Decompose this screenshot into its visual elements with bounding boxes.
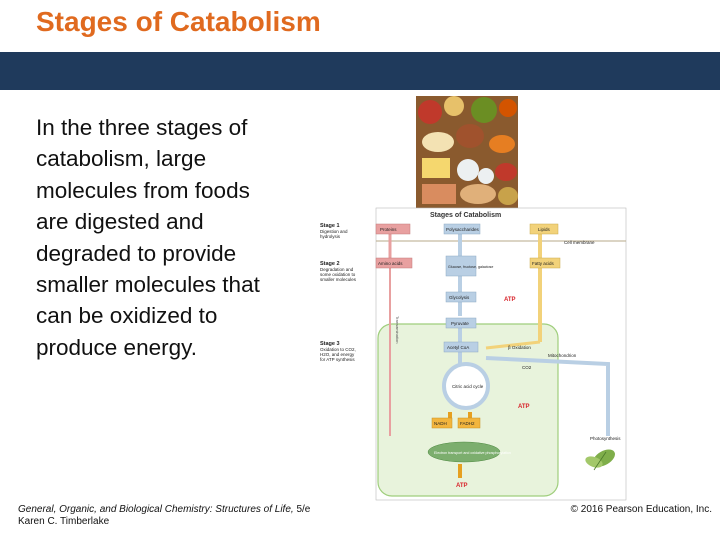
- footer-copyright: © 2016 Pearson Education, Inc.: [570, 504, 712, 515]
- box-fadh2: FADH2: [460, 421, 475, 426]
- stage2-desc1: Degradation and: [320, 267, 354, 272]
- stage2-title: Stage 2: [320, 261, 340, 267]
- box-electron: Electron transport and oxidative phospho…: [434, 451, 511, 455]
- stage1-desc1: Digestion and: [320, 229, 348, 234]
- electron-transport: [427, 441, 501, 463]
- box-fatty-acids: Fatty acids: [532, 261, 555, 266]
- slide-title: Stages of Catabolism: [36, 6, 321, 37]
- food-photo: [416, 96, 518, 208]
- slide-body-text: In the three stages of catabolism, large…: [36, 115, 260, 360]
- box-pyruvate: Pyruvate: [451, 321, 469, 326]
- cell-membrane-label: Cell membrane: [564, 240, 595, 245]
- box-polysaccharides: Polysaccharides: [446, 227, 480, 232]
- atp-label-1: ATP: [504, 297, 516, 303]
- box-glycolysis: Glycolysis: [449, 295, 470, 300]
- footer-edition: 5/e: [293, 504, 311, 515]
- citric-acid-cycle: [442, 362, 490, 410]
- atp-label-3: ATP: [456, 483, 468, 489]
- box-amino-acids: Amino acids: [378, 261, 403, 266]
- footer-citation: General, Organic, and Biological Chemist…: [18, 504, 310, 528]
- footer-author: Karen C. Timberlake: [18, 516, 110, 527]
- stage3-title: Stage 3: [320, 341, 340, 347]
- co2-label: CO2: [522, 365, 532, 370]
- beta-oxidation-label: β Oxidation: [508, 345, 531, 350]
- figure-heading: Stages of Catabolism: [430, 212, 501, 219]
- transamination-label: Transamination: [395, 316, 400, 343]
- box-nadh: NADH: [434, 421, 447, 426]
- footer-book-title: General, Organic, and Biological Chemist…: [18, 504, 294, 515]
- stage3-desc2: H2O, and energy: [320, 352, 355, 357]
- box-citric: Citric acid cycle: [452, 384, 484, 389]
- box-lipids: Lipids: [538, 227, 551, 232]
- stage3-desc3: for ATP synthesis: [320, 357, 355, 362]
- stage1-title: Stage 1: [320, 223, 340, 229]
- mitochondrion-label: Mitochondrion: [548, 353, 577, 358]
- stage2-desc2: some oxidation to: [320, 272, 356, 277]
- stage1-desc2: hydrolysis: [320, 234, 341, 239]
- leaf-icon: [585, 449, 615, 471]
- box-acetyl-coa: Acetyl CoA: [447, 345, 469, 350]
- photosynthesis-label: Photosynthesis: [590, 436, 621, 441]
- catabolism-figure: Stages of Catabolism Stage 1 Digestion a…: [318, 96, 628, 502]
- stage3-desc1: Oxidation to CO2,: [320, 347, 356, 352]
- box-proteins: Proteins: [380, 227, 397, 232]
- box-glucose: Glucose, fructose, galactose: [448, 265, 493, 269]
- title-band: [0, 52, 720, 90]
- stage2-desc3: smaller molecules: [320, 277, 357, 282]
- atp-label-2: ATP: [518, 404, 530, 410]
- catabolism-diagram: Stages of Catabolism Stage 1 Digestion a…: [320, 96, 627, 501]
